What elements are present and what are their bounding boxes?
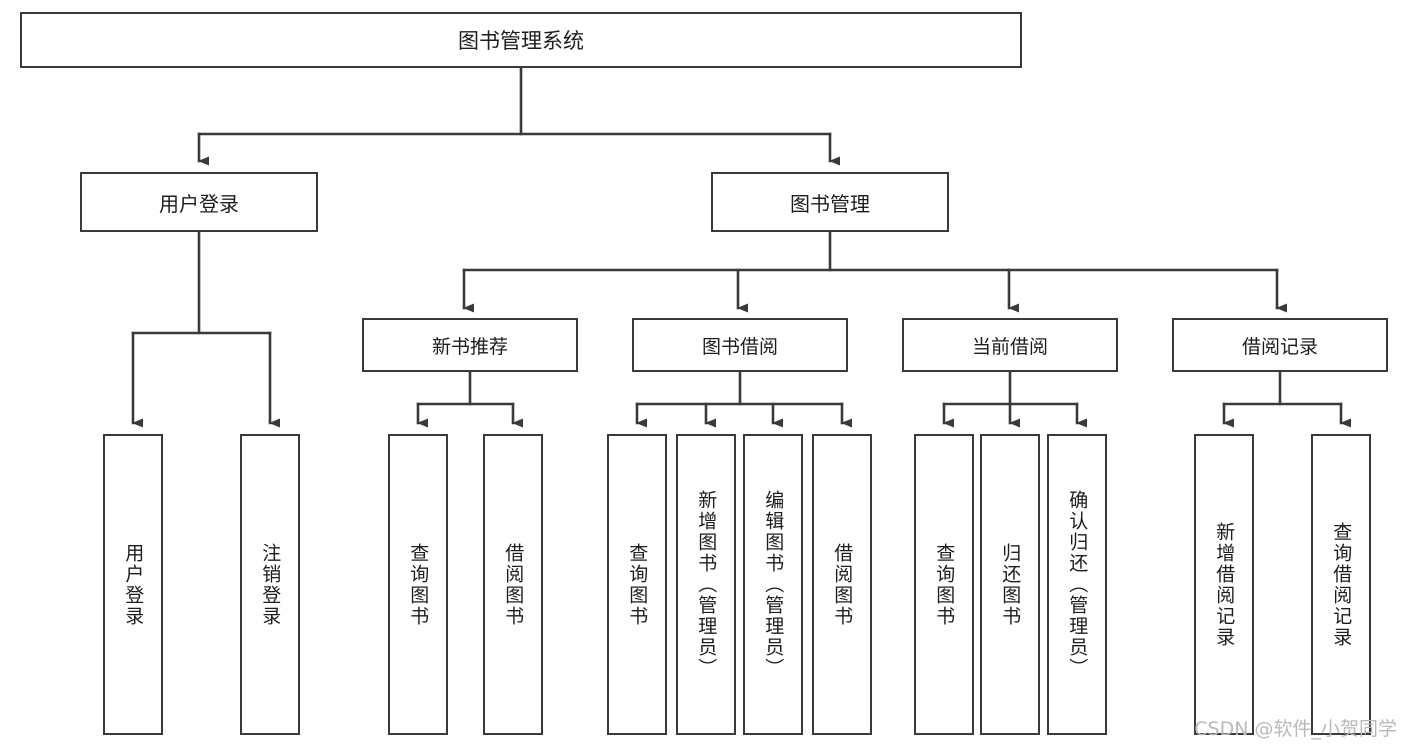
node-user-login[interactable]: 用户登录 bbox=[80, 172, 318, 232]
node-current-borrow[interactable]: 当前借阅 bbox=[902, 318, 1118, 372]
node-label: 用户登录 bbox=[122, 542, 145, 627]
node-label: 图书管理 bbox=[790, 191, 870, 216]
leaf-logout-login[interactable]: 注销登录 bbox=[240, 434, 300, 735]
leaf-borrow-book-recommend[interactable]: 借阅图书 bbox=[483, 434, 543, 735]
node-borrow-record[interactable]: 借阅记录 bbox=[1172, 318, 1388, 372]
leaf-edit-book-admin[interactable]: 编辑图书（管理员） bbox=[743, 434, 803, 735]
node-label: 图书借阅 bbox=[701, 335, 778, 358]
leaf-add-book-admin[interactable]: 新增图书（管理员） bbox=[676, 434, 736, 735]
node-label: 查询图书 bbox=[407, 542, 430, 627]
leaf-query-book-recommend[interactable]: 查询图书 bbox=[388, 434, 448, 735]
node-label: 归还图书 bbox=[999, 542, 1022, 627]
node-label: 新增借阅记录 bbox=[1213, 521, 1236, 648]
csdn-watermark: CSDN @软件_小贺同学 bbox=[1194, 718, 1397, 740]
node-label: 查询借阅记录 bbox=[1330, 521, 1353, 648]
node-label: 查询图书 bbox=[626, 542, 649, 627]
node-label: 借阅记录 bbox=[1241, 335, 1318, 358]
leaf-return-book[interactable]: 归还图书 bbox=[980, 434, 1040, 735]
leaf-query-borrow-record[interactable]: 查询借阅记录 bbox=[1311, 434, 1371, 735]
leaf-add-borrow-record[interactable]: 新增借阅记录 bbox=[1194, 434, 1254, 735]
node-label: 编辑图书（管理员） bbox=[762, 490, 785, 679]
leaf-query-book-borrow[interactable]: 查询图书 bbox=[607, 434, 667, 735]
node-label: 确认归还（管理员） bbox=[1066, 490, 1089, 679]
node-book-manage[interactable]: 图书管理 bbox=[711, 172, 949, 232]
node-label: 图书管理系统 bbox=[458, 29, 584, 53]
node-root-system[interactable]: 图书管理系统 bbox=[20, 12, 1022, 68]
leaf-borrow-book[interactable]: 借阅图书 bbox=[812, 434, 872, 735]
node-label: 注销登录 bbox=[259, 542, 282, 627]
node-label: 当前借阅 bbox=[971, 335, 1048, 358]
node-label: 借阅图书 bbox=[502, 542, 525, 627]
node-book-borrow[interactable]: 图书借阅 bbox=[632, 318, 848, 372]
node-label: 新增图书（管理员） bbox=[695, 490, 718, 679]
leaf-query-book-current[interactable]: 查询图书 bbox=[914, 434, 974, 735]
node-new-book-recommend[interactable]: 新书推荐 bbox=[362, 318, 578, 372]
node-label: 新书推荐 bbox=[431, 335, 508, 358]
leaf-user-login[interactable]: 用户登录 bbox=[103, 434, 163, 735]
node-label: 查询图书 bbox=[933, 542, 956, 627]
leaf-confirm-return-admin[interactable]: 确认归还（管理员） bbox=[1047, 434, 1107, 735]
node-label: 用户登录 bbox=[159, 191, 239, 216]
node-label: 借阅图书 bbox=[831, 542, 854, 627]
